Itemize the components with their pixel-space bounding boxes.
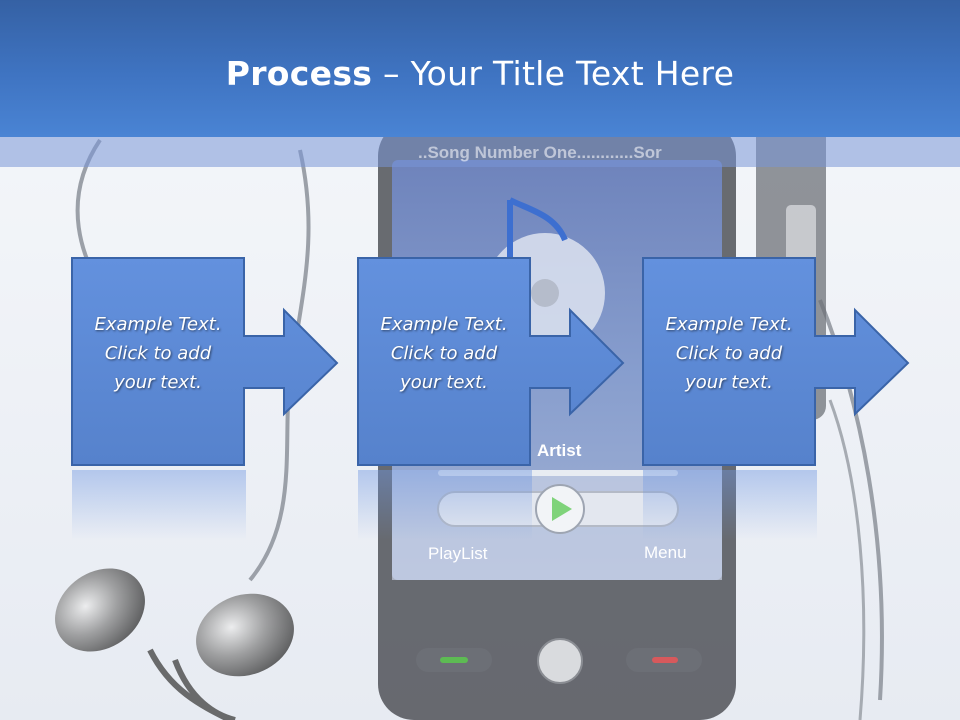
step-line-1: Example Text. — [94, 314, 222, 335]
title-sub-band — [0, 137, 960, 167]
step-line-1: Example Text. — [665, 314, 793, 335]
step-line-3: your text. — [114, 372, 202, 393]
process-step-2[interactable]: Example Text. Click to add your text. — [357, 257, 697, 467]
slide-title-rest: – Your Title Text Here — [372, 54, 735, 93]
process-step-1[interactable]: Example Text. Click to add your text. — [71, 257, 411, 467]
step-arrow-shape — [71, 257, 339, 466]
step-reflection — [643, 470, 817, 540]
process-step-3[interactable]: Example Text. Click to add your text. — [642, 257, 960, 467]
slide-title-bold: Process — [225, 54, 373, 93]
playlist-label: PlayList — [428, 544, 488, 563]
step-line-2: Click to add — [390, 343, 498, 364]
artist-label: Artist — [537, 441, 582, 460]
song-title-text: ..Song Number One............Sor — [418, 143, 662, 162]
step-arrow-shape — [642, 257, 910, 466]
step-line-2: Click to add — [104, 343, 212, 364]
title-band — [0, 0, 960, 137]
step-line-1: Example Text. — [380, 314, 508, 335]
menu-label: Menu — [644, 543, 687, 562]
slide-title[interactable]: Process – Your Title Text Here — [0, 52, 960, 96]
step-arrow-shape — [357, 257, 625, 466]
step-line-3: your text. — [400, 372, 488, 393]
step-text[interactable]: Example Text. Click to add your text. — [642, 310, 816, 397]
step-line-2: Click to add — [675, 343, 783, 364]
step-text[interactable]: Example Text. Click to add your text. — [71, 310, 245, 397]
step-reflection — [72, 470, 246, 540]
step-reflection — [358, 470, 532, 540]
step-line-3: your text. — [685, 372, 773, 393]
step-text[interactable]: Example Text. Click to add your text. — [357, 310, 531, 397]
